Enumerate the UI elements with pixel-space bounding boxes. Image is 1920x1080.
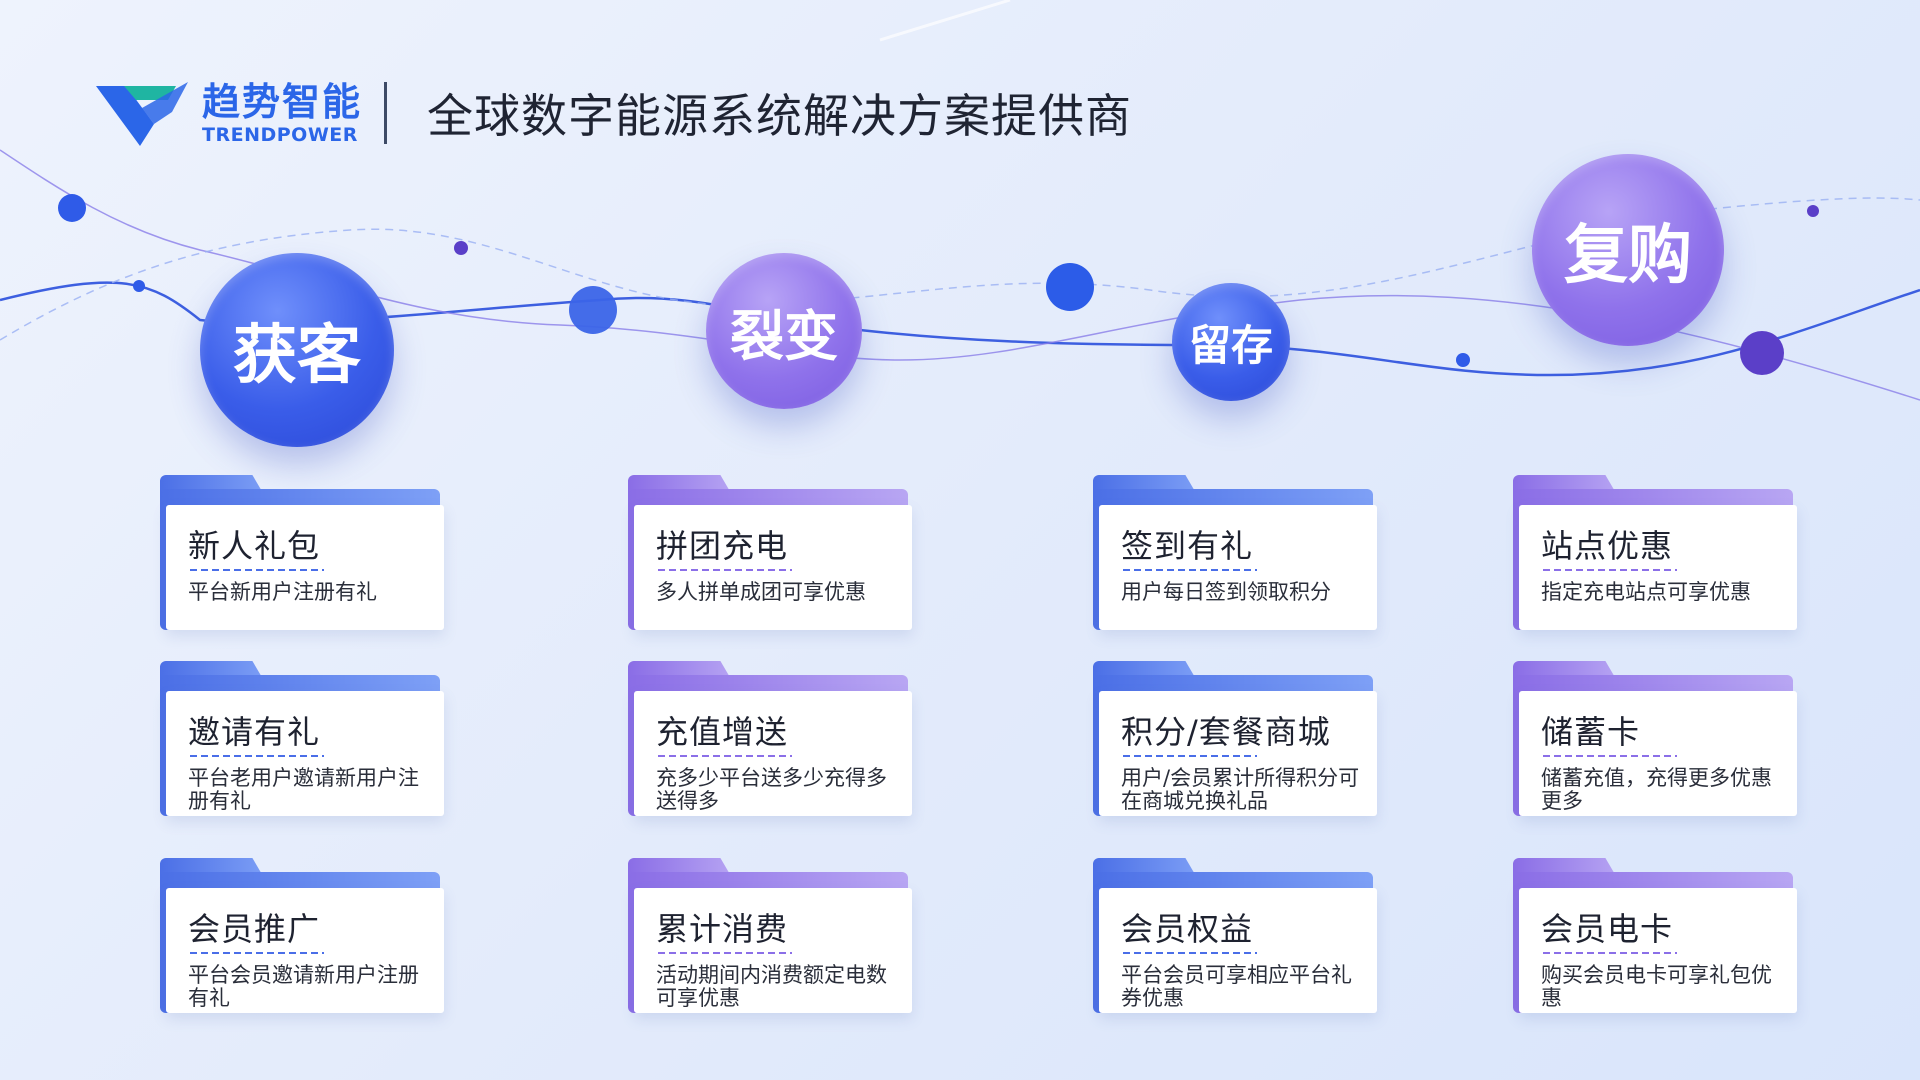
decor-dot [569, 286, 617, 334]
stage-circle-retain: 留存 [1172, 283, 1290, 401]
stage-label: 获客 [233, 319, 361, 393]
card-title: 储蓄卡 [1541, 713, 1641, 751]
card-description: 购买会员电卡可享礼包优惠 [1541, 963, 1772, 1010]
stage-label: 裂变 [730, 304, 838, 368]
card-title: 新人礼包 [188, 527, 321, 565]
stage-label: 留存 [1188, 320, 1273, 370]
card-body: 储蓄卡 储蓄充值，充得更多优惠更多 [1519, 691, 1797, 816]
logo-text: 趋势智能 TRENDPOWER [202, 80, 362, 146]
page-title: 全球数字能源系统解决方案提供商 [427, 89, 1133, 143]
card-title: 邀请有礼 [188, 713, 321, 751]
card-title: 签到有礼 [1121, 527, 1254, 565]
card-description: 平台会员邀请新用户注册有礼 [188, 963, 419, 1010]
card-member-power-card[interactable]: 会员电卡 购买会员电卡可享礼包优惠 [1513, 858, 1797, 1013]
card-title-underline [1123, 755, 1257, 757]
decor-streak [879, 0, 1011, 42]
card-title-underline [658, 755, 792, 757]
card-description: 活动期间内消费额定电数可享优惠 [656, 963, 887, 1010]
decor-dot [1456, 353, 1470, 367]
stage-circle-acquire: 获客 [200, 253, 394, 447]
card-checkin-gift[interactable]: 签到有礼 用户每日签到领取积分 [1093, 475, 1377, 630]
logo-name-cn: 趋势智能 [202, 80, 363, 124]
card-body: 邀请有礼 平台老用户邀请新用户注册有礼 [166, 691, 444, 816]
decor-dot [454, 241, 468, 255]
card-title: 累计消费 [656, 910, 789, 948]
card-description: 充多少平台送多少充得多送得多 [656, 766, 887, 813]
card-description: 多人拼单成团可享优惠 [656, 580, 866, 604]
card-body: 新人礼包 平台新用户注册有礼 [166, 505, 444, 630]
card-description: 平台会员可享相应平台礼券优惠 [1121, 963, 1352, 1010]
card-member-benefits[interactable]: 会员权益 平台会员可享相应平台礼券优惠 [1093, 858, 1377, 1013]
card-invite-gift[interactable]: 邀请有礼 平台老用户邀请新用户注册有礼 [160, 661, 444, 816]
decor-dot [133, 280, 145, 292]
card-body: 拼团充电 多人拼单成团可享优惠 [634, 505, 912, 630]
stage-label: 复购 [1564, 219, 1692, 293]
stage-circle-fission: 裂变 [706, 253, 862, 409]
card-stored-value[interactable]: 储蓄卡 储蓄充值，充得更多优惠更多 [1513, 661, 1797, 816]
card-station-discount[interactable]: 站点优惠 指定充电站点可享优惠 [1513, 475, 1797, 630]
card-title-underline [1543, 952, 1677, 954]
card-body: 会员推广 平台会员邀请新用户注册有礼 [166, 888, 444, 1013]
card-description: 指定充电站点可享优惠 [1541, 580, 1751, 604]
card-description: 用户每日签到领取积分 [1121, 580, 1331, 604]
card-title-underline [1123, 952, 1257, 954]
card-body: 站点优惠 指定充电站点可享优惠 [1519, 505, 1797, 630]
card-description: 平台老用户邀请新用户注册有礼 [188, 766, 419, 813]
card-body: 会员电卡 购买会员电卡可享礼包优惠 [1519, 888, 1797, 1013]
trendpower-logo-icon [96, 82, 188, 146]
stage-circle-repurchase: 复购 [1532, 154, 1724, 346]
card-body: 充值增送 充多少平台送多少充得多送得多 [634, 691, 912, 816]
logo-name-en: TRENDPOWER [202, 124, 358, 146]
card-cumulative-spending[interactable]: 累计消费 活动期间内消费额定电数可享优惠 [628, 858, 912, 1013]
header: 趋势智能 TRENDPOWER 全球数字能源系统解决方案提供商 [96, 78, 1132, 148]
card-recharge-bonus[interactable]: 充值增送 充多少平台送多少充得多送得多 [628, 661, 912, 816]
card-title-underline [658, 569, 792, 571]
card-title: 站点优惠 [1541, 527, 1674, 565]
card-points-mall[interactable]: 积分/套餐商城 用户/会员累计所得积分可在商城兑换礼品 [1093, 661, 1377, 816]
card-body: 累计消费 活动期间内消费额定电数可享优惠 [634, 888, 912, 1013]
card-description: 用户/会员累计所得积分可在商城兑换礼品 [1121, 766, 1360, 813]
card-title: 会员推广 [188, 910, 321, 948]
card-title-underline [190, 755, 324, 757]
card-body: 签到有礼 用户每日签到领取积分 [1099, 505, 1377, 630]
card-title-underline [1543, 755, 1677, 757]
card-title-underline [1123, 569, 1257, 571]
decor-dot [1046, 263, 1094, 311]
card-title: 积分/套餐商城 [1121, 713, 1331, 751]
card-description: 储蓄充值，充得更多优惠更多 [1541, 766, 1772, 813]
card-title-underline [658, 952, 792, 954]
card-group-charging[interactable]: 拼团充电 多人拼单成团可享优惠 [628, 475, 912, 630]
card-body: 会员权益 平台会员可享相应平台礼券优惠 [1099, 888, 1377, 1013]
card-title: 充值增送 [656, 713, 789, 751]
decor-dot [1807, 205, 1819, 217]
card-title: 拼团充电 [656, 527, 789, 565]
card-title-underline [1543, 569, 1677, 571]
card-title: 会员权益 [1121, 910, 1254, 948]
card-new-user-gift[interactable]: 新人礼包 平台新用户注册有礼 [160, 475, 444, 630]
header-divider [384, 82, 388, 144]
card-member-promotion[interactable]: 会员推广 平台会员邀请新用户注册有礼 [160, 858, 444, 1013]
decor-dot [1740, 331, 1784, 375]
card-description: 平台新用户注册有礼 [188, 580, 377, 604]
decor-dot [58, 194, 86, 222]
card-body: 积分/套餐商城 用户/会员累计所得积分可在商城兑换礼品 [1099, 691, 1377, 816]
card-title-underline [190, 952, 324, 954]
card-title-underline [190, 569, 324, 571]
card-title: 会员电卡 [1541, 910, 1674, 948]
